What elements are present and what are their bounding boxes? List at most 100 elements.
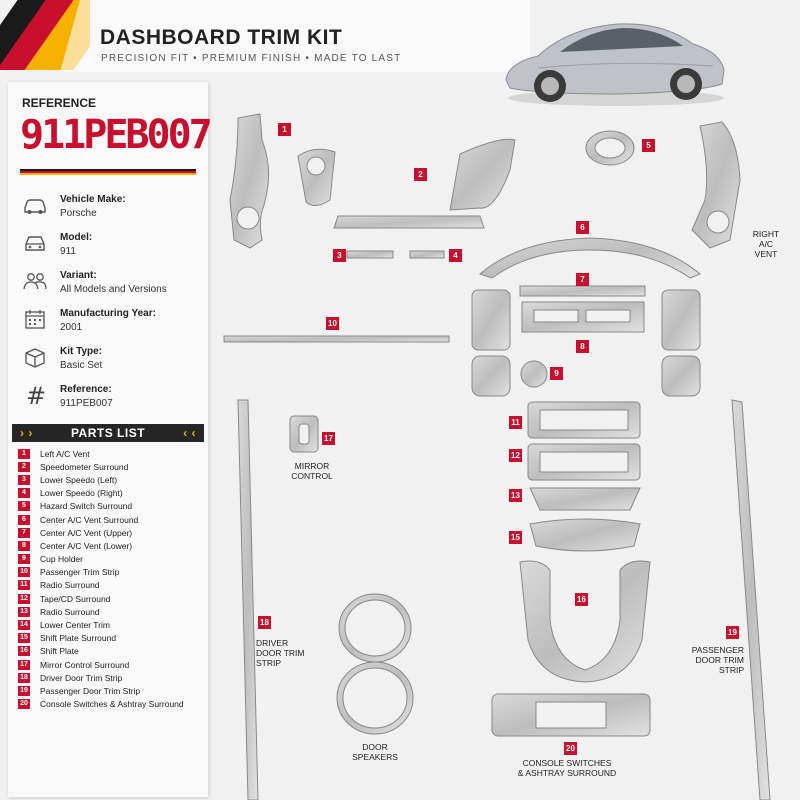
- tag-18: 18: [258, 616, 271, 629]
- info-label: Reference:: [60, 384, 112, 395]
- tag-3: 3: [333, 249, 346, 262]
- part-name: Shift Plate: [40, 646, 79, 657]
- part-number-badge: 4: [18, 488, 30, 499]
- tag-12: 12: [509, 449, 522, 462]
- part-number-badge: 3: [18, 474, 30, 485]
- caption-driver-door: DRIVER DOOR TRIM STRIP: [256, 638, 305, 668]
- tag-20: 20: [564, 742, 577, 755]
- parts-list-title: PARTS LIST: [70, 426, 146, 440]
- part-name: Console Switches & Ashtray Surround: [40, 699, 184, 710]
- page-subtitle: PRECISION FIT • PREMIUM FINISH • MADE TO…: [101, 53, 402, 64]
- part-center-vent-upper: [519, 285, 646, 297]
- tag-11: 11: [509, 416, 522, 429]
- caption-console: CONSOLE SWITCHES & ASHTRAY SURROUND: [517, 758, 617, 778]
- part-name: Tape/CD Surround: [40, 593, 111, 604]
- part-lower-speedo-left: [346, 250, 394, 259]
- car-front-icon: [25, 236, 45, 251]
- part-number-badge: 20: [18, 699, 30, 710]
- calendar-icon: [25, 310, 45, 329]
- info-label: Kit Type:: [60, 346, 103, 357]
- caption-passenger-door: PASSENGER DOOR TRIM STRIP: [691, 645, 744, 675]
- part-left-vent-hole: [236, 206, 260, 230]
- tag-17: 17: [322, 432, 335, 445]
- part-cup-holder: [520, 360, 548, 388]
- part-cup-holder-left: [471, 355, 511, 397]
- parts-list-header: › › PARTS LIST ‹ ‹: [12, 424, 204, 442]
- info-label: Variant:: [60, 270, 97, 281]
- part-lower-speedo-right: [409, 250, 445, 259]
- part-number-badge: 13: [18, 606, 30, 617]
- part-number-badge: 18: [18, 672, 30, 683]
- chevrons-right-icon: › ›: [20, 426, 33, 440]
- part-name: Radio Surround: [40, 580, 100, 591]
- part-name: Center A/C Vent (Lower): [40, 540, 133, 551]
- part-number-badge: 14: [18, 620, 30, 631]
- part-passenger-trim-strip: [223, 335, 450, 343]
- caption-door-speakers: DOOR SPEAKERS: [352, 742, 398, 762]
- part-name: Passenger Trim Strip: [40, 567, 120, 578]
- part-speedo-lower: [333, 215, 485, 229]
- part-speedo-right: [449, 138, 516, 211]
- info-reference: # Reference: 911PEB007: [20, 378, 200, 416]
- list-item: 20 Console Switches & Ashtray Surround: [18, 698, 204, 711]
- part-name: Radio Surround: [40, 606, 100, 617]
- list-item: 4 Lower Speedo (Right): [18, 487, 204, 500]
- tag-1: 1: [278, 123, 291, 136]
- hash-icon: #: [26, 384, 46, 406]
- part-radio-surround-lower: [529, 487, 641, 511]
- tag-16: 16: [575, 593, 588, 606]
- tag-5: 5: [642, 139, 655, 152]
- tag-6: 6: [576, 221, 589, 234]
- part-name: Passenger Door Trim Strip: [40, 685, 141, 696]
- reference-label: REFERENCE: [22, 96, 97, 110]
- box-icon: [25, 348, 45, 368]
- list-item: 10 Passenger Trim Strip: [18, 566, 204, 579]
- tag-2: 2: [414, 168, 427, 181]
- header: DASHBOARD TRIM KIT PRECISION FIT • PREMI…: [60, 0, 800, 80]
- tag-4: 4: [449, 249, 462, 262]
- part-number-badge: 7: [18, 527, 30, 538]
- part-number-badge: 8: [18, 540, 30, 551]
- info-year: Manufacturing Year: 2001: [20, 302, 200, 340]
- part-number-badge: 6: [18, 514, 30, 525]
- car-illustration: [505, 23, 725, 106]
- info-kit-type: Kit Type: Basic Set: [20, 340, 200, 378]
- info-value: 2001: [60, 322, 83, 333]
- part-shift-plate: [519, 560, 651, 683]
- info-label: Manufacturing Year:: [60, 308, 156, 319]
- part-number-badge: 5: [18, 501, 30, 512]
- caption-right-vent: RIGHT A/C VENT: [752, 229, 780, 259]
- part-name: Left A/C Vent: [40, 448, 90, 459]
- part-number-badge: 12: [18, 593, 30, 604]
- part-name: Shift Plate Surround: [40, 633, 117, 644]
- svg-text:#: #: [26, 384, 46, 406]
- info-value: 911PEB007: [60, 398, 113, 409]
- tag-15: 15: [509, 531, 522, 544]
- part-driver-door-strip: [237, 399, 259, 800]
- tag-8: 8: [576, 340, 589, 353]
- part-number-badge: 9: [18, 554, 30, 565]
- tag-9: 9: [550, 367, 563, 380]
- part-center-vent-surround: [478, 237, 701, 279]
- part-number-badge: 1: [18, 448, 30, 459]
- list-item: 18 Driver Door Trim Strip: [18, 671, 204, 684]
- part-number-badge: 10: [18, 567, 30, 578]
- info-value: Porsche: [60, 208, 97, 219]
- chevrons-left-icon: ‹ ‹: [183, 426, 196, 440]
- part-name: Driver Door Trim Strip: [40, 672, 123, 683]
- header-band: [60, 0, 530, 72]
- part-name: Lower Speedo (Right): [40, 488, 123, 499]
- part-number-badge: 17: [18, 659, 30, 670]
- tag-13: 13: [509, 489, 522, 502]
- part-cup-holder-right: [661, 355, 701, 397]
